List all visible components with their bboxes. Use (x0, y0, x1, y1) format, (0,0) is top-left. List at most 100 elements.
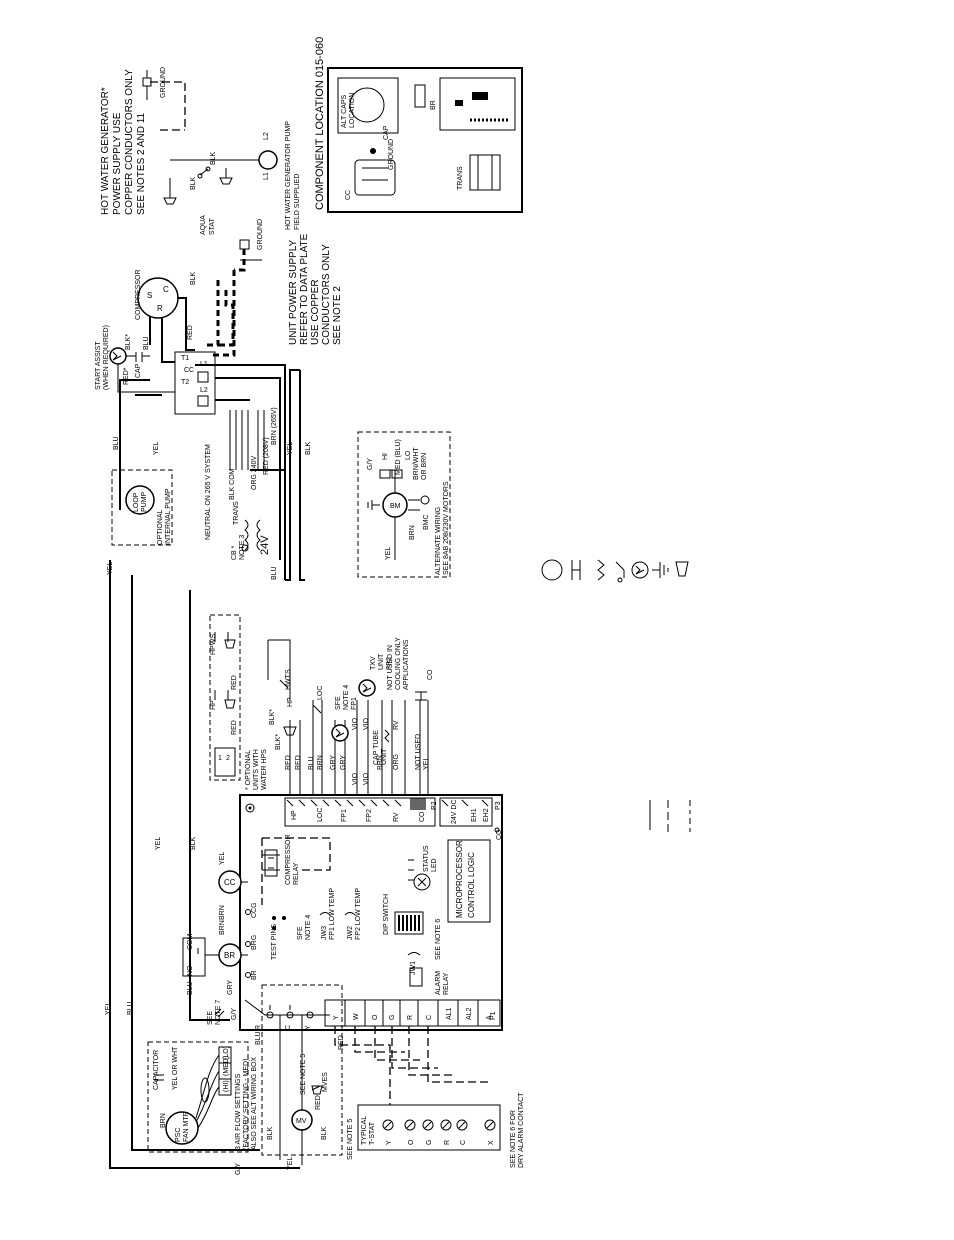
hwts-label: HWTS (285, 669, 292, 690)
sensor-gry-2: GRY (340, 755, 347, 770)
unit-power-line-4: CONDUCTORS ONLY (321, 244, 332, 345)
co-sensor-icon (415, 691, 427, 701)
br-gry: GRY (227, 980, 234, 995)
red-208-label: RED (208V) (263, 437, 270, 475)
board-terminal-r: R (407, 1015, 414, 1020)
alt-med: MED (BLU) (395, 439, 402, 475)
alarm-relay-label-2: RELAY (443, 972, 450, 995)
tstat-see-note: SEE NOTE 5 (347, 1119, 354, 1160)
fan-capacitor-icon (154, 1074, 164, 1081)
hwg-title-1: HOT WATER GENERATOR* (100, 87, 111, 215)
psc-fan-motor-icon (165, 1111, 199, 1145)
brn-265-label: BRN (265V) (271, 407, 278, 445)
alt-caps-box (337, 77, 399, 134)
cc-coil-label: CC (224, 878, 236, 887)
mv-c-label: C (285, 1025, 292, 1030)
alt-or-brn: OR BRN (421, 453, 428, 480)
thermostat-box (357, 1104, 501, 1151)
transformer-secondary-icon (256, 519, 261, 551)
legend-ground-icon (652, 562, 669, 578)
tstat-label-1: TYPICAL (361, 1116, 368, 1145)
trans-label: TRANS (233, 501, 240, 525)
wire-blk-mid: BLK (190, 836, 197, 850)
transformer-icon (469, 154, 501, 191)
start-assist-label-2: (WHEN REQUIRED) (103, 325, 110, 390)
hpws-optional-3: WATER HPS (261, 749, 268, 790)
thermostat-terminal-strip (324, 999, 501, 1027)
ground-icon (370, 148, 376, 154)
fuse-icon (163, 197, 177, 205)
br-board-label: BR (251, 970, 258, 980)
hpws-section: HP HPWS RED RED 1 2 * OPTIONAL UNITS WIT… (209, 614, 292, 790)
hwg-l1: L1 (263, 172, 270, 180)
start-assist-label-1: START ASSIST (95, 341, 102, 390)
tstat-term-o: O (408, 1139, 415, 1145)
trans-24v-label: 24V (259, 535, 271, 555)
hwts-switch-icon (279, 679, 289, 689)
circuit-breaker-icon (241, 544, 249, 552)
neutral-label: NEUTRAL ON 265 V SYSTEM (205, 444, 212, 540)
cl-ground-label: GROUND (388, 139, 395, 170)
alt-note-1: ALTERNATE WIRING (435, 507, 442, 575)
status-led-label-2: LED (431, 858, 438, 872)
hpws-hp-label: HP (210, 700, 217, 710)
compressor-red: RED (187, 325, 194, 340)
transformer-primary-icon (244, 519, 249, 551)
jw1-jumper-icon[interactable] (407, 952, 421, 956)
start-assist-icon (109, 347, 127, 365)
hwg-l2: L2 (263, 132, 270, 140)
cap-icon (349, 87, 385, 123)
hpws-label: HPWS (210, 634, 217, 655)
hpws-term-2: 2 (226, 755, 230, 762)
dip-switch-icon[interactable] (394, 911, 424, 935)
unit-ground-label: GROUND (257, 219, 264, 250)
alarm-relay-icon (409, 967, 423, 987)
dip-label: DIP SWITCH (383, 894, 390, 935)
txv-label-1: TXV (370, 656, 377, 670)
unit-ground-icon (239, 239, 250, 250)
cap-tube-label-2: UNIT (381, 748, 388, 765)
micro-label-1: MICROPROCESSOR (455, 840, 464, 918)
board-chip-icon (472, 92, 488, 100)
dry-alarm-1: SEE NOTE 6 FOR (510, 1110, 517, 1168)
co-label: CO (427, 669, 434, 680)
legend-thermistor-icon (631, 561, 649, 579)
speed-med: (MED) (223, 1056, 230, 1076)
br-blu: BLU (187, 981, 194, 995)
board-terminal-a: A (486, 1015, 493, 1020)
line-style-legend (649, 800, 691, 832)
jw-jumper-icon[interactable] (319, 912, 356, 916)
sensor-org: ORG (393, 754, 400, 770)
board-terminal-al2: AL2 (466, 1007, 473, 1020)
sensor-brn-2: BRN (377, 755, 384, 770)
contactor-l2: L2 (200, 387, 208, 394)
blk-com-label: BLK COM (229, 468, 236, 500)
tstat-term-x: X (488, 1140, 495, 1145)
hpws-optional-1: * OPTIONAL (245, 750, 252, 790)
mv-red: RED (315, 1095, 322, 1110)
wire-yel-bottom: YEL (105, 1002, 112, 1015)
alt-brn: BRN (409, 525, 416, 540)
org-240-label: ORG 240V (251, 455, 258, 490)
mv-see-note5: SEE NOTE 5 (300, 1054, 307, 1095)
optional-pump-label-1: OPTIONAL (157, 509, 164, 545)
alt-wiring-box (357, 431, 451, 578)
hp-label: HP (287, 697, 294, 707)
transformer-section: NEUTRAL ON 265 V SYSTEM BLK COM ORG 240V… (111, 364, 312, 580)
test-pins-label: TEST PINS (271, 924, 278, 960)
control-board: HP LOC FP1 FP2 RV CO 24V DC EH1 EH2 P2 P… (239, 794, 503, 1031)
aquastat-label-2: STAT (209, 217, 216, 235)
sensor-vio-3: VIO (352, 772, 359, 785)
wire-blu-top: BLU (113, 436, 120, 450)
board-fp2: FP2 (366, 809, 373, 822)
sfe-label-2: NOTE 4 (343, 685, 350, 710)
hwg-title-4: SEE NOTES 2 AND 11 (136, 112, 147, 215)
tstat-label-2: T-STAT (369, 1121, 376, 1145)
contactor-coil-icon (197, 371, 209, 383)
board-terminal-c: C (426, 1015, 433, 1020)
board-p3: P3 (495, 801, 502, 810)
fan-motor-section: PSC FAN MTR (LO) (MED) (HI) 3 AIR FLOW S… (147, 1031, 262, 1175)
trans-blu-label: BLU (271, 566, 278, 580)
legend-resistor-icon (597, 559, 605, 581)
